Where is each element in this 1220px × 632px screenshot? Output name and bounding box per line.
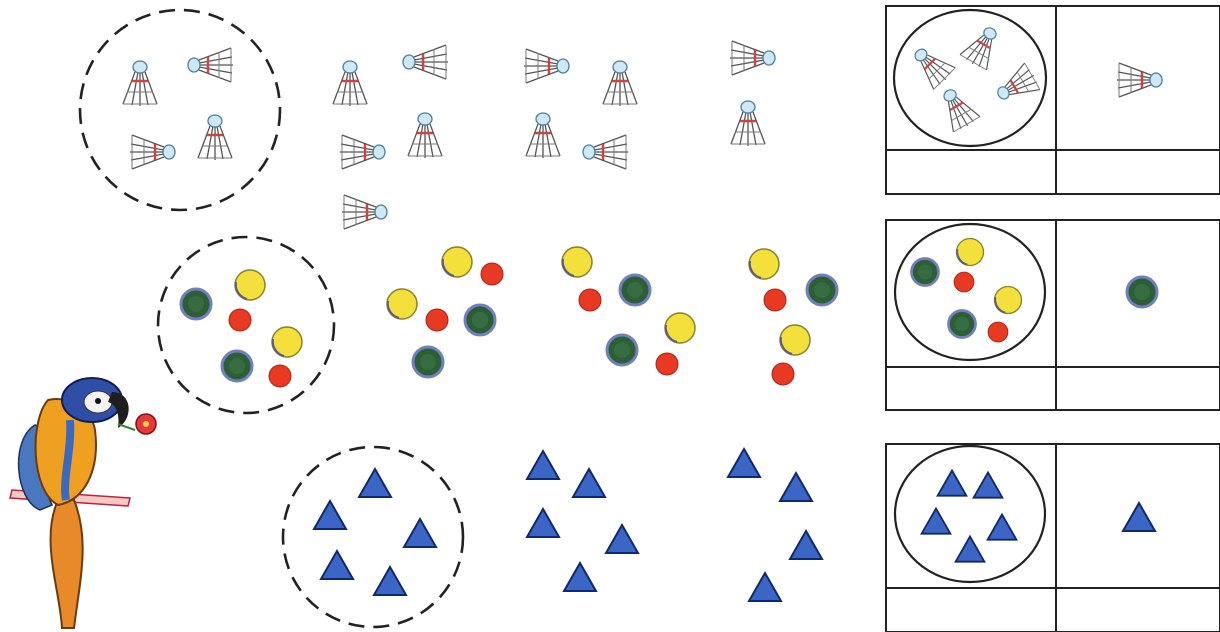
triangle-group-circled xyxy=(283,447,463,627)
triangle-icon xyxy=(374,567,406,595)
answer-cell-left[interactable] xyxy=(887,589,1055,631)
green-ball-icon xyxy=(807,275,837,305)
yellow-ball-icon xyxy=(272,327,302,357)
yellow-ball-icon xyxy=(749,249,779,279)
ball-group-loose-2 xyxy=(562,247,695,375)
answer-box-ball xyxy=(886,220,1220,410)
red-ball-icon xyxy=(426,309,448,331)
shuttlecock-icon xyxy=(188,48,233,82)
triangle-icon xyxy=(606,525,638,553)
yellow-ball-icon xyxy=(442,247,472,277)
answer-cell-right[interactable] xyxy=(1057,151,1219,193)
answer-box-shuttlecock xyxy=(886,6,1220,194)
shuttlecock-icon xyxy=(959,21,1006,71)
parrot-with-flower-icon xyxy=(10,378,156,628)
shuttlecock-group-loose-3 xyxy=(730,41,775,146)
yellow-ball-icon xyxy=(562,247,592,277)
shuttlecock-icon xyxy=(906,40,956,90)
triangle-icon xyxy=(359,469,391,497)
shuttlecock-group-circled xyxy=(80,10,280,210)
green-ball-icon xyxy=(1127,277,1157,307)
shuttlecock-icon xyxy=(340,135,385,169)
triangle-icon xyxy=(564,563,596,591)
green-ball-icon xyxy=(912,259,939,286)
green-ball-icon xyxy=(465,305,495,335)
yellow-ball-icon xyxy=(780,325,810,355)
green-ball-icon xyxy=(620,275,650,305)
triangle-icon xyxy=(922,509,951,534)
ball-group-loose-1 xyxy=(387,247,503,377)
yellow-ball-icon xyxy=(957,239,984,266)
shuttlecock-icon xyxy=(342,195,387,229)
yellow-ball-icon xyxy=(665,313,695,343)
shuttlecock-icon xyxy=(934,83,981,133)
triangle-icon xyxy=(573,469,605,497)
shuttlecock-icon xyxy=(123,61,157,106)
triangle-icon xyxy=(938,471,967,496)
triangle-icon xyxy=(1123,503,1155,531)
yellow-ball-icon xyxy=(235,270,265,300)
red-ball-icon xyxy=(579,289,601,311)
answer-cell-right[interactable] xyxy=(1057,589,1219,631)
shuttlecock-icon xyxy=(333,61,367,106)
shuttlecock-icon xyxy=(408,113,442,158)
ball-group-loose-3 xyxy=(749,249,837,385)
set-ellipse xyxy=(894,10,1046,146)
triangle-icon xyxy=(314,501,346,529)
answer-cell-right[interactable] xyxy=(1057,368,1219,409)
shuttlecock-icon xyxy=(603,61,637,106)
red-ball-icon xyxy=(954,272,974,292)
triangle-group-loose-1 xyxy=(527,451,638,591)
triangle-icon xyxy=(404,519,436,547)
shuttlecock-group-loose-1 xyxy=(333,45,448,229)
red-ball-icon xyxy=(481,263,503,285)
triangle-icon xyxy=(790,531,822,559)
red-ball-icon xyxy=(656,353,678,375)
red-ball-icon xyxy=(764,289,786,311)
shuttlecock-icon xyxy=(524,49,569,83)
triangle-icon xyxy=(780,473,812,501)
green-ball-icon xyxy=(413,347,443,377)
red-ball-icon xyxy=(229,309,251,331)
yellow-ball-icon xyxy=(387,289,417,319)
triangle-icon xyxy=(956,537,985,562)
red-ball-icon xyxy=(269,365,291,387)
shuttlecock-icon xyxy=(583,135,628,169)
green-ball-icon xyxy=(222,351,252,381)
answer-box-triangle xyxy=(886,444,1220,632)
shuttlecock-icon xyxy=(130,135,175,169)
green-ball-icon xyxy=(949,311,976,338)
triangle-icon xyxy=(728,449,760,477)
triangle-icon xyxy=(988,515,1017,540)
shuttlecock-icon xyxy=(991,62,1041,109)
answer-cell-left[interactable] xyxy=(887,368,1055,409)
red-ball-icon xyxy=(988,322,1008,342)
triangle-icon xyxy=(527,451,559,479)
shuttlecock-icon xyxy=(1117,63,1162,97)
shuttlecock-icon xyxy=(731,101,765,146)
ball-group-circled xyxy=(158,237,334,413)
triangle-group-loose-2 xyxy=(728,449,822,601)
shuttlecock-group-loose-2 xyxy=(524,49,637,169)
triangle-icon xyxy=(749,573,781,601)
triangle-icon xyxy=(527,509,559,537)
shuttlecock-icon xyxy=(198,115,232,160)
triangle-icon xyxy=(974,473,1003,498)
triangle-icon xyxy=(321,551,353,579)
green-ball-icon xyxy=(181,289,211,319)
answer-cell-left[interactable] xyxy=(887,151,1055,193)
shuttlecock-icon xyxy=(730,41,775,75)
green-ball-icon xyxy=(607,335,637,365)
shuttlecock-icon xyxy=(526,113,560,158)
red-ball-icon xyxy=(772,363,794,385)
shuttlecock-icon xyxy=(403,45,448,79)
dashed-set-circle xyxy=(80,10,280,210)
yellow-ball-icon xyxy=(995,287,1022,314)
